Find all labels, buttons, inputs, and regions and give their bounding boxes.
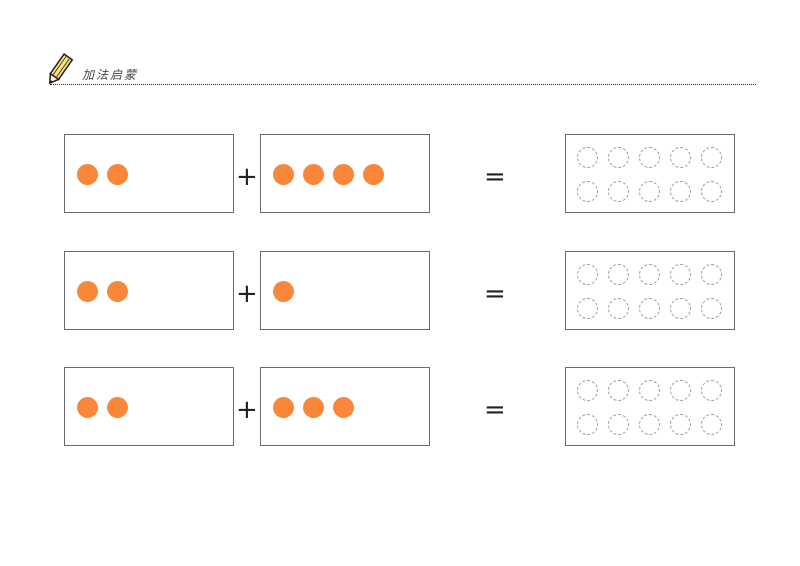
answer-circle[interactable] xyxy=(670,264,691,285)
counter-dot xyxy=(273,164,294,185)
page-title: 加法启蒙 xyxy=(82,68,139,82)
answer-circle[interactable] xyxy=(608,414,629,435)
answer-circle[interactable] xyxy=(701,147,722,168)
answer-circle[interactable] xyxy=(639,414,660,435)
answer-circle[interactable] xyxy=(701,264,722,285)
equals-sign: = xyxy=(484,279,506,309)
answer-circle[interactable] xyxy=(639,298,660,319)
counter-dot xyxy=(77,281,98,302)
counter-dot xyxy=(107,281,128,302)
counter-dot xyxy=(333,164,354,185)
addend-box-b xyxy=(260,134,430,213)
problem-row: += xyxy=(0,367,800,449)
dot-group xyxy=(273,281,294,302)
answer-circle[interactable] xyxy=(639,147,660,168)
answer-box xyxy=(565,251,735,330)
counter-dot xyxy=(77,397,98,418)
dot-group xyxy=(273,397,354,418)
plus-sign: + xyxy=(236,279,258,309)
answer-circle[interactable] xyxy=(608,298,629,319)
counter-dot xyxy=(363,164,384,185)
answer-circle[interactable] xyxy=(670,298,691,319)
answer-circle[interactable] xyxy=(701,414,722,435)
counter-dot xyxy=(333,397,354,418)
answer-circle[interactable] xyxy=(670,147,691,168)
header-divider xyxy=(50,84,756,85)
dot-group xyxy=(77,397,128,418)
answer-circle[interactable] xyxy=(670,181,691,202)
plus-sign: + xyxy=(236,395,258,425)
counter-dot xyxy=(273,397,294,418)
problem-row: += xyxy=(0,134,800,216)
dot-group xyxy=(77,164,128,185)
answer-circle[interactable] xyxy=(577,380,598,401)
answer-circle[interactable] xyxy=(608,380,629,401)
equals-sign: = xyxy=(484,162,506,192)
counter-dot xyxy=(77,164,98,185)
counter-dot xyxy=(303,397,324,418)
addend-box-a xyxy=(64,251,234,330)
answer-circle[interactable] xyxy=(577,181,598,202)
answer-circle[interactable] xyxy=(639,264,660,285)
counter-dot xyxy=(303,164,324,185)
answer-circle[interactable] xyxy=(701,181,722,202)
plus-sign: + xyxy=(236,162,258,192)
dot-group xyxy=(77,281,128,302)
answer-circle[interactable] xyxy=(639,380,660,401)
counter-dot xyxy=(273,281,294,302)
problem-row: += xyxy=(0,251,800,333)
addend-box-b xyxy=(260,367,430,446)
counter-dot xyxy=(107,164,128,185)
answer-circle[interactable] xyxy=(577,414,598,435)
worksheet-header: 加法启蒙 xyxy=(44,52,756,88)
answer-circle[interactable] xyxy=(577,298,598,319)
answer-box xyxy=(565,134,735,213)
answer-circle[interactable] xyxy=(701,380,722,401)
counter-dot xyxy=(107,397,128,418)
answer-grid xyxy=(577,380,722,435)
answer-grid xyxy=(577,147,722,202)
answer-circle[interactable] xyxy=(670,414,691,435)
answer-grid xyxy=(577,264,722,319)
addend-box-b xyxy=(260,251,430,330)
answer-circle[interactable] xyxy=(701,298,722,319)
answer-circle[interactable] xyxy=(608,181,629,202)
answer-circle[interactable] xyxy=(577,147,598,168)
answer-circle[interactable] xyxy=(608,264,629,285)
pencil-icon xyxy=(49,52,74,85)
answer-circle[interactable] xyxy=(577,264,598,285)
dot-group xyxy=(273,164,384,185)
answer-box xyxy=(565,367,735,446)
answer-circle[interactable] xyxy=(639,181,660,202)
addend-box-a xyxy=(64,134,234,213)
equals-sign: = xyxy=(484,395,506,425)
addend-box-a xyxy=(64,367,234,446)
answer-circle[interactable] xyxy=(670,380,691,401)
answer-circle[interactable] xyxy=(608,147,629,168)
